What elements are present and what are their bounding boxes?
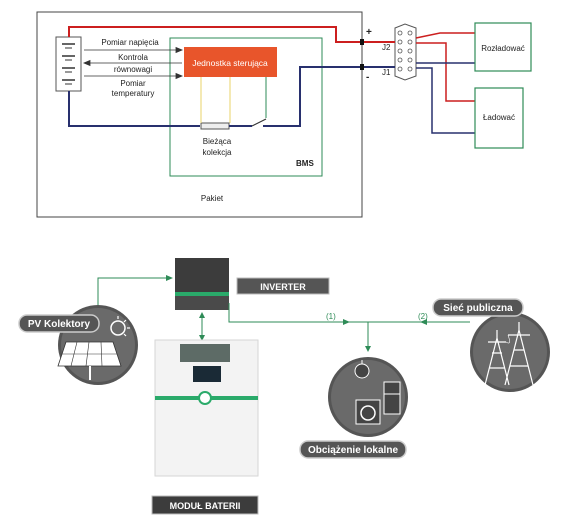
discharge-label: Rozładować xyxy=(481,44,525,53)
flow-label-2: (2) xyxy=(418,312,428,321)
terminal-plus xyxy=(360,39,364,45)
pv-label: PV Kolektory xyxy=(28,319,91,330)
battery-module-label: MODUŁ BATERII xyxy=(170,501,241,511)
grid-label: Sieć publiczna xyxy=(443,303,513,314)
battery-module-label-box xyxy=(151,495,259,515)
balance-control-label-2: równowagi xyxy=(114,65,152,74)
inverter-unit xyxy=(175,258,229,310)
terminal-minus xyxy=(360,64,364,70)
flow-label-1: (1) xyxy=(326,312,336,321)
j2-label: J2 xyxy=(382,43,391,52)
plus-sign: + xyxy=(366,27,372,38)
local-load-icon xyxy=(328,357,408,437)
bms-box xyxy=(169,37,323,177)
temperature-label-1: Pomiar xyxy=(120,79,146,88)
battery-module-icon xyxy=(154,339,259,477)
inverter-label: INVERTER xyxy=(260,282,306,292)
voltage-measurement-label: Pomiar napięcia xyxy=(101,38,159,47)
charge-box xyxy=(474,87,524,149)
pakiet-label: Pakiet xyxy=(201,194,224,203)
power-grid-icon xyxy=(470,312,550,392)
mosfet-switch-icon xyxy=(251,118,267,127)
bms-label: BMS xyxy=(296,159,314,168)
current-shunt-icon xyxy=(200,122,230,130)
pakiet-frame xyxy=(36,11,363,218)
connector-pins xyxy=(397,30,413,72)
current-label-2: kolekcja xyxy=(203,148,232,157)
pv-label-box xyxy=(18,314,100,333)
negative-rail xyxy=(68,91,200,127)
discharge-box xyxy=(474,22,532,72)
temperature-label-2: temperatury xyxy=(112,89,155,98)
control-unit-label: Jednostka sterująca xyxy=(192,58,268,68)
local-load-label-box xyxy=(299,440,407,459)
negative-rail-switch xyxy=(263,66,362,127)
control-unit-box xyxy=(184,47,277,77)
current-label-1: Bieżąca xyxy=(203,137,232,146)
grid-label-box xyxy=(432,298,524,317)
positive-rail xyxy=(68,26,362,43)
charge-label: Ładować xyxy=(483,113,515,122)
minus-sign: - xyxy=(366,72,369,83)
j1-label: J1 xyxy=(382,68,391,77)
inverter-to-grid-line xyxy=(228,303,470,323)
connector-block xyxy=(394,23,417,81)
signal-arrows xyxy=(82,46,184,80)
balance-control-label-1: Kontrola xyxy=(118,53,148,62)
local-load-label: Obciążenie lokalne xyxy=(308,445,398,456)
inverter-label-box xyxy=(236,277,330,295)
pv-to-inverter-line xyxy=(97,277,168,318)
battery-cells-icon xyxy=(55,36,82,92)
